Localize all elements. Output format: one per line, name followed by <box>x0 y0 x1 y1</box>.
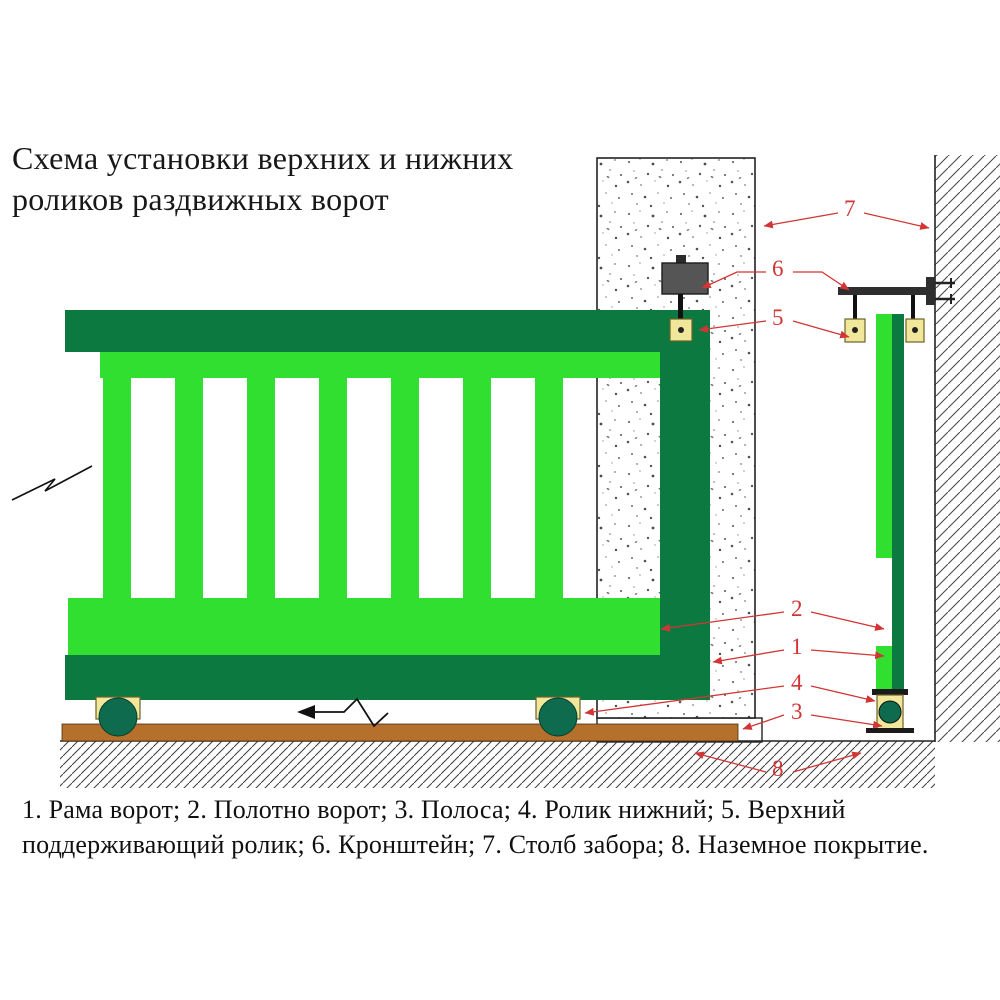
leader-5-left <box>698 320 767 333</box>
leader-8-right <box>792 751 862 773</box>
fence-wall-section <box>934 155 1000 742</box>
gate-lower-panel <box>68 598 660 655</box>
roller-axle <box>852 327 858 333</box>
guide-strip <box>61 723 739 742</box>
title-line-2: роликов раздвижных ворот <box>12 181 389 217</box>
leader-7-left <box>763 212 839 229</box>
gate-frame-stile <box>660 310 710 700</box>
leader-4-left <box>584 685 785 716</box>
bracket-body <box>661 262 709 295</box>
callout-number-6: 6 <box>772 256 784 281</box>
gate-leaf-front <box>65 310 710 700</box>
gate-edge-break <box>875 558 892 646</box>
roller-base-plate <box>866 728 914 733</box>
leader-7-right <box>863 212 930 230</box>
callout-number-5: 5 <box>772 305 784 330</box>
bracket-pin <box>853 295 857 322</box>
callout-number-1: 1 <box>791 634 803 659</box>
slide-direction-arrow <box>297 697 389 728</box>
gate-picket <box>535 378 563 598</box>
leader-1-left <box>712 649 785 665</box>
gate-frame-bottom-beam <box>65 655 710 700</box>
leader-5-right <box>792 320 850 339</box>
callout-number-2: 2 <box>791 596 803 621</box>
roller-wheel <box>878 700 902 724</box>
gate-edge-frame <box>892 314 904 690</box>
roller-wheel <box>538 697 578 737</box>
gate-picket <box>391 378 419 598</box>
bracket-on-wall <box>838 277 955 322</box>
leader-3-right <box>810 714 883 729</box>
roller-wheel <box>98 697 138 737</box>
bracket-pin <box>911 295 915 322</box>
callout-number-7: 7 <box>844 196 856 221</box>
leader-6-right <box>793 271 850 291</box>
roller-axle <box>912 327 918 333</box>
gate-upper-rail-infill <box>100 352 660 378</box>
gate-picket <box>463 378 491 598</box>
roller-top-plate <box>872 689 908 695</box>
legend-line-2: поддерживающий ролик; 6. Кронштейн; 7. С… <box>22 830 929 859</box>
leader-2-right <box>810 611 885 631</box>
bottom-roller-right <box>535 696 581 737</box>
gate-picket <box>175 378 203 598</box>
callout-number-3: 3 <box>791 699 803 724</box>
arrow-head <box>297 705 315 719</box>
bottom-roller-left <box>95 696 141 737</box>
leader-3-left <box>742 714 785 730</box>
leader-1-right <box>810 649 885 660</box>
leader-8-left <box>694 751 767 773</box>
legend-line-1: 1. Рама ворот; 2. Полотно ворот; 3. Поло… <box>22 795 846 824</box>
leader-2-left <box>660 611 785 632</box>
title-line-1: Схема установки верхних и нижних <box>12 140 514 176</box>
callout-leaders <box>584 212 930 773</box>
callout-number-4: 4 <box>791 670 803 695</box>
diagram-title: Схема установки верхних и нижних роликов… <box>12 138 513 220</box>
top-support-rollers-edge <box>844 318 925 343</box>
bracket-bolt <box>676 255 686 264</box>
gate-leaf-edge-view <box>875 314 904 690</box>
leader-6-left <box>701 271 766 289</box>
bracket-on-post <box>661 255 709 342</box>
gate-picket <box>103 378 131 598</box>
gate-picket <box>319 378 347 598</box>
bracket-wall-plate <box>926 277 935 305</box>
leader-4-right <box>810 685 876 703</box>
bottom-roller-edge-view <box>866 689 914 733</box>
legend: 1. Рама ворот; 2. Полотно ворот; 3. Поло… <box>22 792 982 862</box>
bracket-pin <box>678 294 683 322</box>
gate-picket <box>247 378 275 598</box>
callout-number-8: 8 <box>772 756 784 781</box>
gate-frame-top-rail <box>65 310 710 352</box>
ground-surface <box>60 740 935 788</box>
bracket-bar <box>838 287 934 295</box>
roller-axle <box>678 327 684 333</box>
break-symbol-left <box>11 465 93 501</box>
